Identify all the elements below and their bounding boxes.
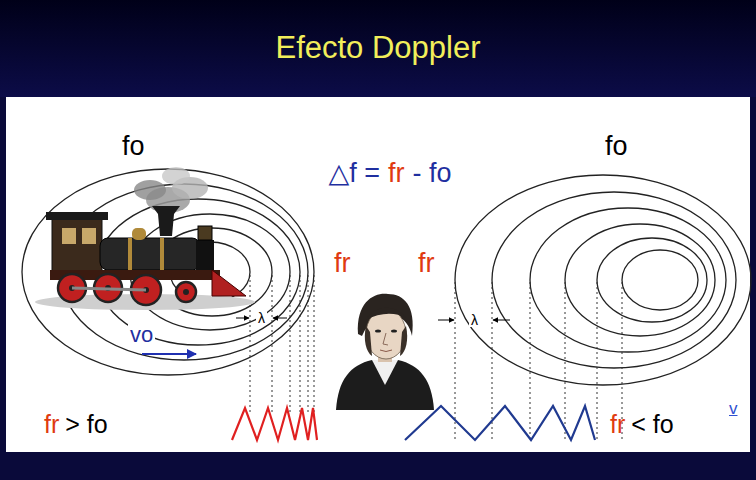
wave-front bbox=[622, 250, 698, 310]
wavelength-arrow bbox=[493, 320, 510, 321]
eye bbox=[391, 329, 397, 332]
dotted-line bbox=[530, 282, 531, 440]
locomotive bbox=[35, 167, 255, 310]
equation-part: △f = bbox=[328, 160, 380, 187]
slide-title: Efecto Doppler bbox=[0, 32, 756, 63]
eye bbox=[375, 329, 381, 332]
condition-part: < fo bbox=[631, 412, 673, 437]
cab-roof bbox=[46, 212, 108, 220]
wavelength-label: λ bbox=[256, 311, 267, 325]
equation-part: fr bbox=[388, 160, 405, 187]
wave-fronts-right bbox=[455, 175, 751, 385]
velocity-label: vo bbox=[128, 324, 155, 346]
nose bbox=[383, 333, 388, 345]
dotted-line bbox=[272, 275, 273, 412]
mouth bbox=[380, 350, 392, 352]
wheel-hub bbox=[183, 289, 189, 295]
wavelength-label: λ bbox=[469, 313, 480, 327]
velocity-arrow bbox=[142, 353, 196, 355]
dotted-line bbox=[565, 282, 566, 440]
smokestack bbox=[152, 206, 180, 236]
dotted-line bbox=[308, 275, 309, 412]
boiler-band bbox=[128, 238, 132, 270]
condition-part: fr bbox=[44, 412, 59, 437]
dotted-line bbox=[314, 275, 315, 412]
stretched-wave bbox=[405, 406, 595, 440]
wave-front bbox=[492, 192, 736, 368]
cowcatcher bbox=[212, 270, 246, 296]
cab-window bbox=[82, 228, 96, 244]
wave-front bbox=[597, 238, 707, 322]
frequency-label: fo bbox=[122, 133, 145, 160]
dotted-line bbox=[597, 282, 598, 440]
headlamp bbox=[198, 226, 212, 240]
wheel bbox=[176, 282, 196, 302]
dotted-line bbox=[300, 275, 301, 412]
condition-part: fr bbox=[610, 412, 625, 437]
doppler-portrait bbox=[336, 294, 434, 410]
wave-front bbox=[22, 169, 314, 375]
smokebox bbox=[196, 240, 214, 270]
title-band bbox=[0, 0, 756, 97]
bottom-band bbox=[0, 452, 756, 480]
boiler bbox=[100, 238, 200, 270]
wavelength-arrow bbox=[236, 318, 249, 319]
white-panel bbox=[6, 97, 750, 452]
received-frequency: fr bbox=[334, 250, 351, 277]
frequency-label: fo bbox=[605, 133, 628, 160]
wave-fronts-left bbox=[22, 169, 314, 375]
sideburn bbox=[400, 326, 407, 356]
wave-front bbox=[455, 175, 751, 385]
drop-lines-right bbox=[455, 282, 622, 440]
condition-part: > fo bbox=[65, 412, 107, 437]
left-border bbox=[0, 97, 6, 452]
collar bbox=[372, 360, 398, 385]
equation-part: - fo bbox=[413, 160, 452, 187]
dotted-line bbox=[455, 282, 456, 440]
sideburn bbox=[365, 326, 372, 356]
coat bbox=[336, 360, 434, 410]
wave-front bbox=[530, 208, 726, 352]
smoke bbox=[162, 167, 190, 185]
cab bbox=[52, 218, 102, 274]
dotted-line bbox=[492, 282, 493, 440]
dotted-line bbox=[290, 275, 291, 412]
received-frequency: fr bbox=[418, 250, 435, 277]
velocity-mark: v bbox=[729, 400, 738, 417]
connecting-rod bbox=[72, 288, 146, 290]
wave-front bbox=[565, 224, 715, 336]
steam-dome bbox=[132, 228, 146, 240]
wavelength-arrow bbox=[273, 318, 287, 319]
boiler-band bbox=[160, 238, 164, 270]
compressed-wave bbox=[232, 408, 317, 440]
dotted-line bbox=[250, 275, 251, 412]
smoke bbox=[134, 180, 166, 200]
cab-window bbox=[62, 228, 76, 244]
drop-lines-left bbox=[250, 275, 314, 412]
hair-fringe bbox=[366, 308, 406, 320]
wavelength-arrow bbox=[438, 320, 454, 321]
